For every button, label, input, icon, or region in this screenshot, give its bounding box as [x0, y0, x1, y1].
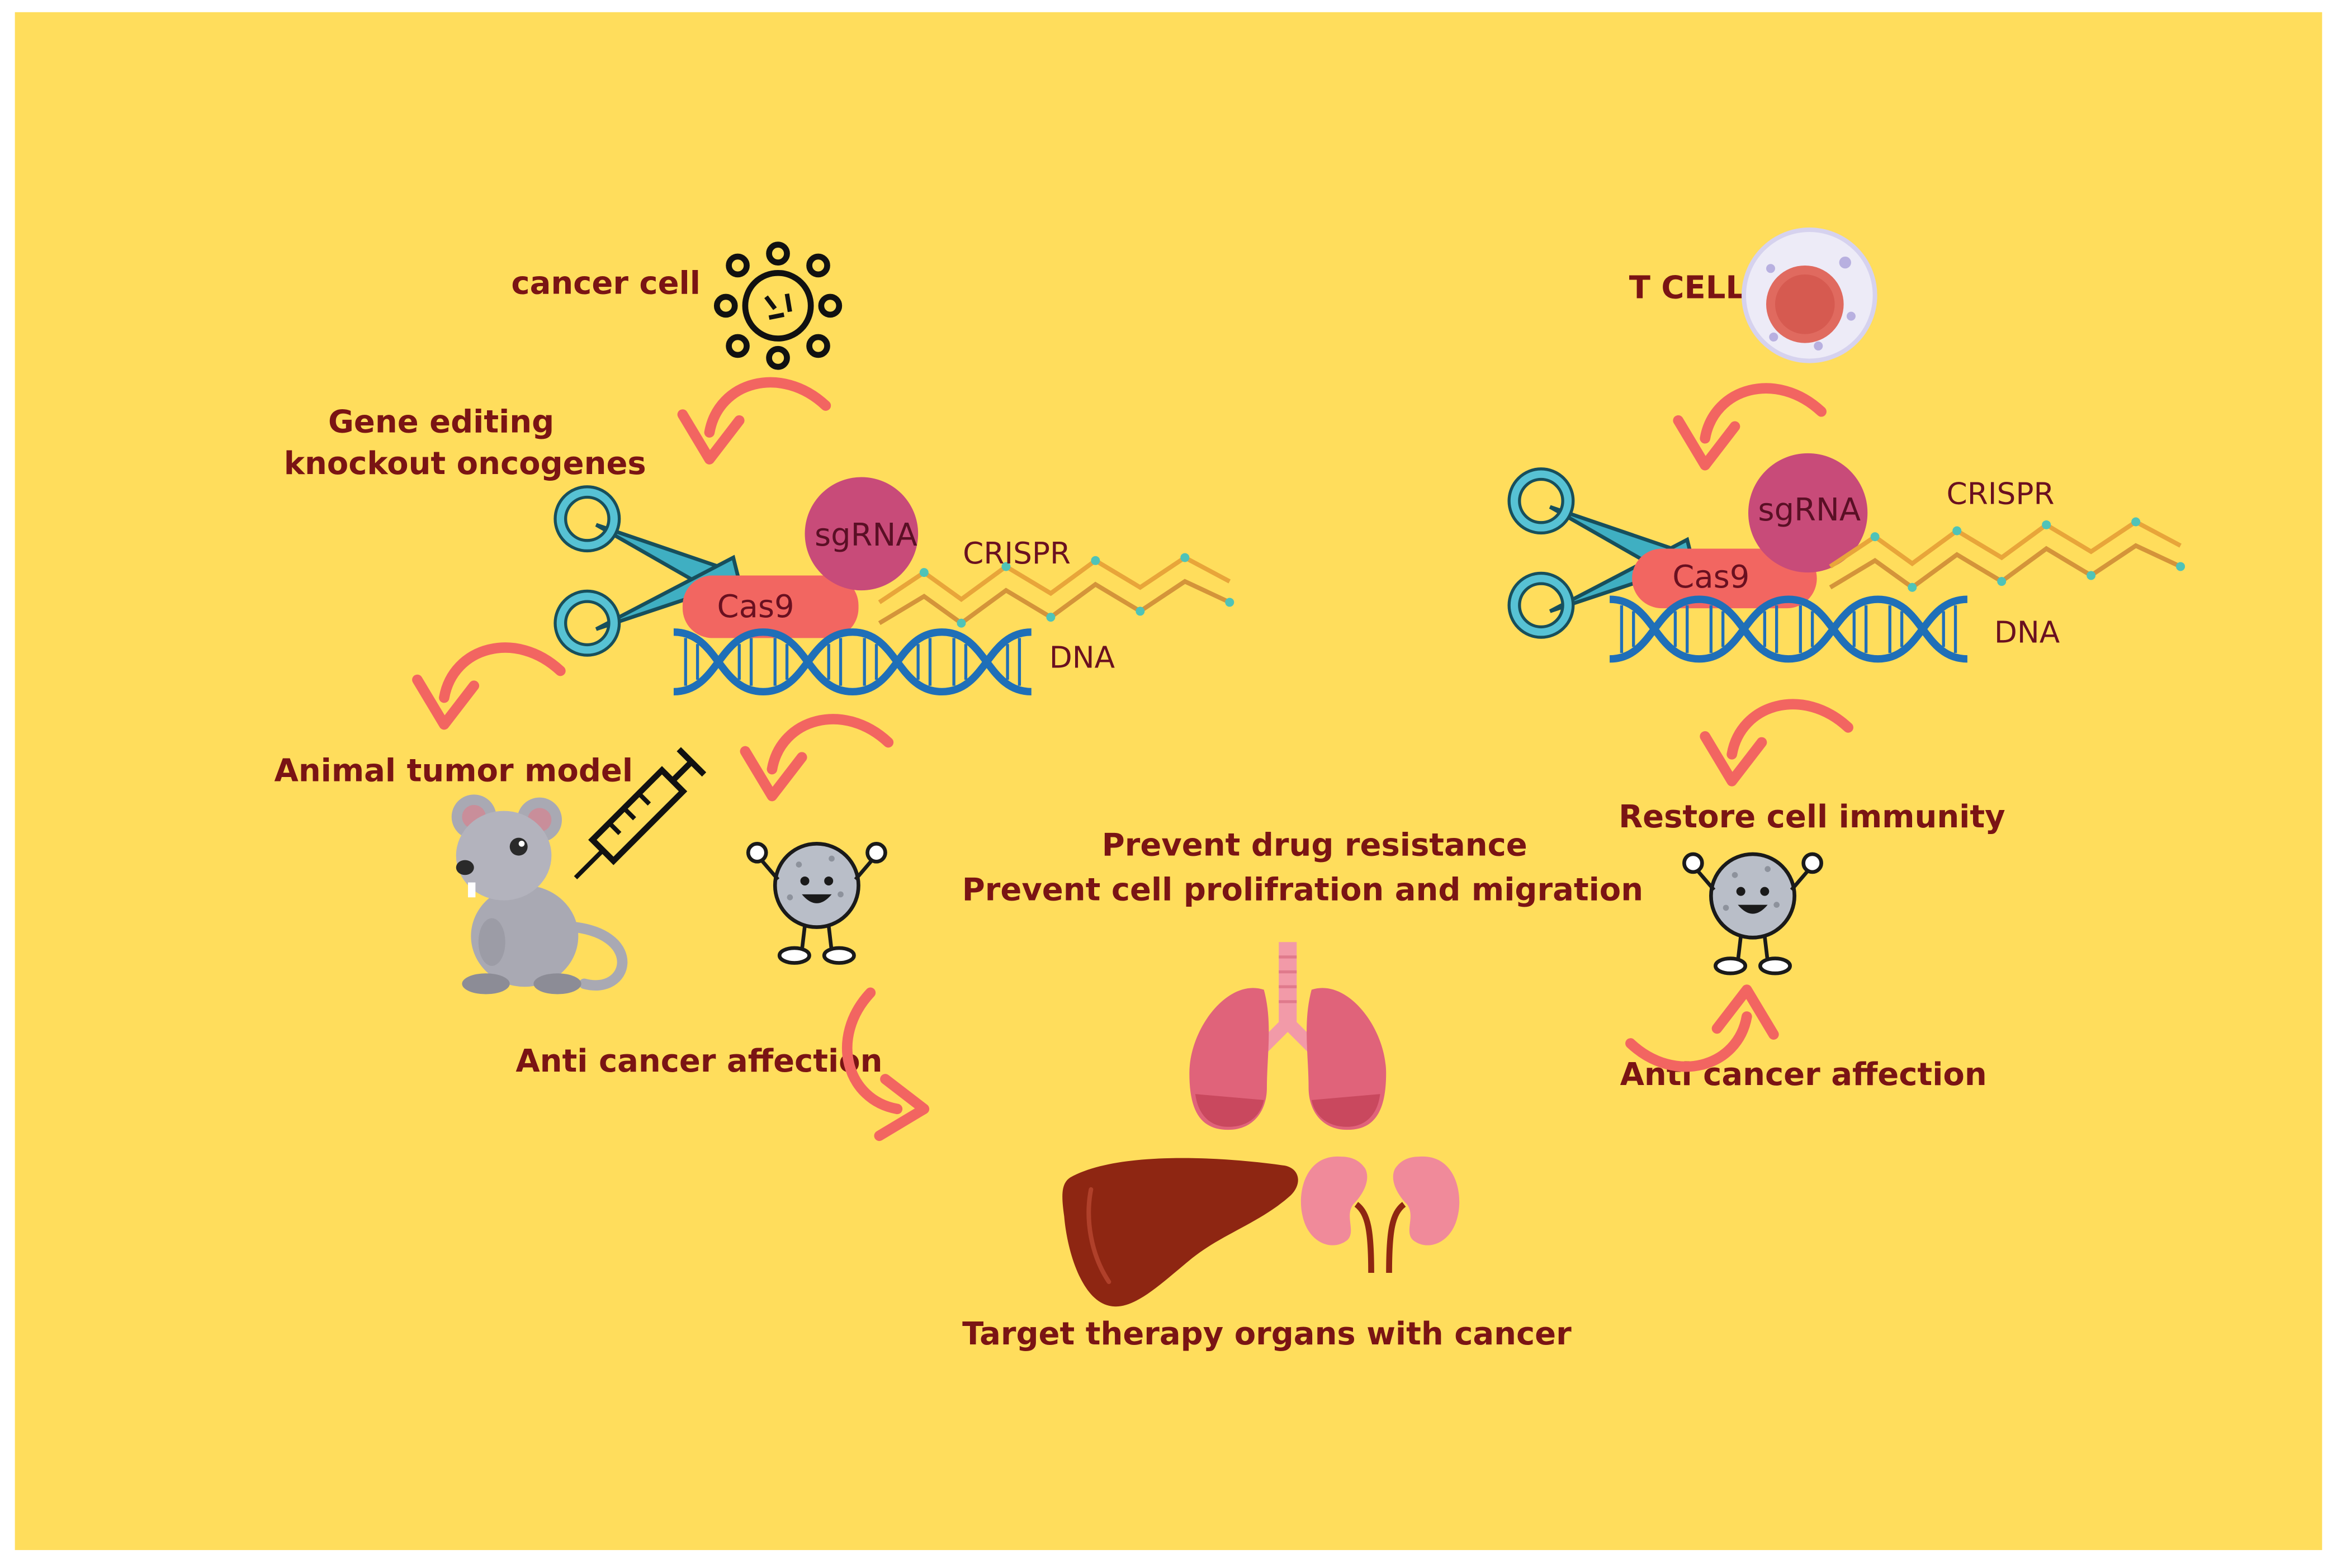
label-target-therapy: Target therapy organs with cancer: [962, 1316, 1572, 1352]
arrow-right-to-organs: [1625, 984, 1779, 1072]
label-restore-immunity: Restore cell immunity: [1619, 799, 2005, 835]
syringe-icon: [574, 747, 707, 880]
label-gene-editing-line2: knockout oncogenes: [284, 446, 646, 482]
cas9-shape-right: [1632, 548, 1817, 609]
sgrna-shape-right: [1748, 453, 1868, 573]
label-t-cell: T CELL: [1629, 270, 1745, 306]
label-anti-cancer-left: Anti cancer affection: [515, 1043, 882, 1079]
label-prevent-line1: Prevent drug resistance: [1102, 827, 1527, 864]
cas9-label-right: Cas9: [1672, 559, 1749, 595]
label-prevent-line2: Prevent cell prolifration and migration: [962, 872, 1643, 908]
mouse-icon: [451, 794, 628, 994]
label-gene-editing-line1: Gene editing: [328, 404, 554, 440]
liver-icon: [1062, 1158, 1298, 1307]
t-cell-icon: [1742, 227, 1877, 363]
label-cancer-cell: cancer cell: [511, 266, 701, 302]
crispr-label-left: CRISPR: [963, 536, 1071, 571]
virus-cell-icon: [713, 241, 843, 370]
label-animal-tumor-model: Animal tumor model: [275, 752, 633, 789]
dna-label-right: DNA: [1994, 615, 2060, 650]
sgrna-shape-left: [805, 477, 919, 591]
right-crispr-complex: Cas9 sgRNA CRISPR DNA: [1514, 453, 2185, 659]
left-crispr-complex: Cas9 sgRNA CRISPR DNA: [560, 477, 1234, 692]
lungs-icon: [1189, 942, 1387, 1130]
cas9-shape-left: [682, 575, 859, 638]
sgrna-label-right: sgRNA: [1758, 492, 1861, 528]
sgrna-label-left: sgRNA: [815, 517, 917, 553]
diagram-background: [15, 12, 2322, 1550]
crispr-label-right: CRISPR: [1947, 476, 2055, 511]
cas9-label-left: Cas9: [717, 589, 794, 625]
kidneys-icon: [1300, 1156, 1460, 1273]
dna-label-left: DNA: [1049, 641, 1115, 675]
